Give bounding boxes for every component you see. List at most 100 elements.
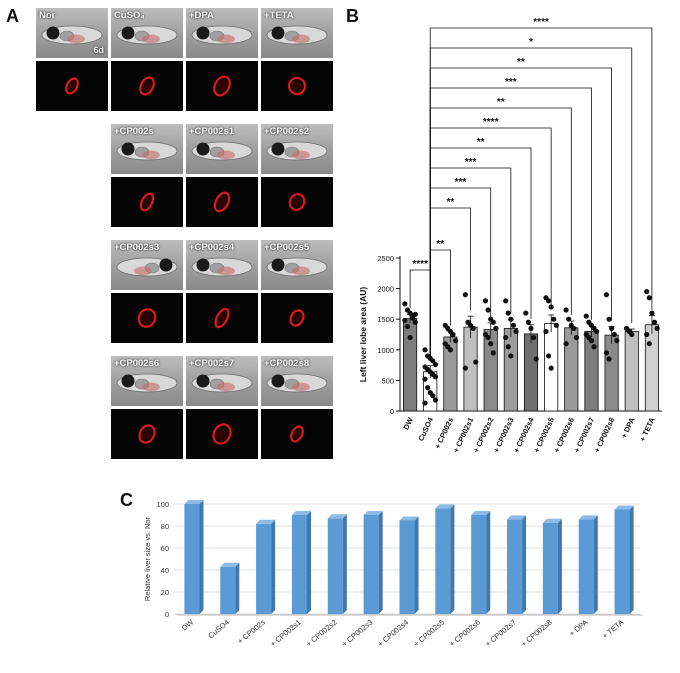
bar <box>624 331 639 412</box>
bar <box>327 518 343 614</box>
category-label: + CP002s2 <box>304 618 338 649</box>
data-point <box>505 344 511 350</box>
bar-top <box>220 562 240 567</box>
data-point <box>490 319 496 325</box>
fluorescence-image <box>186 177 258 227</box>
significance-label: *** <box>455 177 467 188</box>
significance-label: *** <box>465 157 477 168</box>
category-label: + TETA <box>600 618 625 641</box>
y-tick-label: 500 <box>381 376 394 385</box>
data-point <box>646 341 652 347</box>
image-label: +CP002s6 <box>114 358 160 369</box>
image-label: CuSO₄ <box>114 10 145 21</box>
data-point <box>447 347 453 353</box>
fluorescence-image <box>261 61 333 111</box>
data-point <box>432 397 439 403</box>
age-label: 6d <box>93 45 104 55</box>
bar <box>614 509 630 614</box>
data-point <box>606 356 612 362</box>
data-point <box>402 301 408 307</box>
bar <box>523 333 539 412</box>
fluorescence-image <box>261 293 333 343</box>
bar <box>503 327 518 412</box>
bar <box>220 566 236 614</box>
bar <box>399 520 415 614</box>
data-point <box>462 292 468 298</box>
data-point <box>450 331 456 338</box>
bar-top <box>471 511 491 515</box>
data-point <box>528 325 534 331</box>
data-point <box>503 298 509 304</box>
data-point <box>470 325 476 331</box>
y-tick-label: 1000 <box>377 346 394 355</box>
brightfield-image: CuSO₄ <box>111 8 183 58</box>
category-label: DW <box>180 617 196 633</box>
fluorescence-image <box>111 293 183 343</box>
data-point <box>432 361 439 368</box>
bar <box>403 318 418 412</box>
category-label: + CP002s3 <box>340 618 374 649</box>
data-point <box>404 323 411 330</box>
brightfield-image: +CP002s6 <box>111 356 183 406</box>
data-point <box>407 334 413 341</box>
significance-label: *** <box>505 77 517 88</box>
data-point <box>548 365 554 371</box>
data-point <box>425 385 431 391</box>
category-label: + TETA <box>638 416 657 443</box>
data-point <box>490 350 496 356</box>
data-point <box>611 331 617 338</box>
chart-floor <box>174 614 644 616</box>
brightfield-image: +CP002s2 <box>261 124 333 174</box>
data-point <box>654 325 660 331</box>
data-point <box>430 393 436 399</box>
image-label: +CP002s2 <box>264 126 310 137</box>
bar <box>435 508 451 614</box>
data-point <box>629 331 635 338</box>
brightfield-image: +CP002s1 <box>186 124 258 174</box>
y-tick-label: 40 <box>161 566 169 575</box>
bar <box>291 515 307 614</box>
data-point <box>508 353 514 359</box>
image-label: +DPA <box>189 10 214 21</box>
significance-bracket <box>429 107 572 360</box>
y-tick-label: 2000 <box>377 285 394 294</box>
category-label: CuSO4 <box>416 415 435 442</box>
bar-top <box>363 511 383 515</box>
y-tick-label: 20 <box>161 588 169 597</box>
data-point <box>563 341 569 347</box>
image-label: +CP002s5 <box>264 242 310 253</box>
y-tick-label: 2500 <box>377 254 394 263</box>
category-label: + CP002s8 <box>592 416 616 454</box>
bar <box>644 324 659 412</box>
y-tick-label: 0 <box>390 407 394 416</box>
data-point <box>412 311 418 317</box>
data-point <box>525 319 531 325</box>
data-point <box>533 356 539 362</box>
data-point <box>603 292 610 298</box>
panel-c-letter: C <box>120 490 133 510</box>
data-point <box>473 359 479 365</box>
bar-side <box>235 562 240 614</box>
data-point <box>614 338 620 344</box>
data-point <box>594 328 600 335</box>
data-point <box>488 341 494 347</box>
bar-side <box>486 511 491 614</box>
data-point <box>551 316 557 322</box>
bar <box>578 519 594 614</box>
image-label: +TETA <box>264 10 294 21</box>
bar-side <box>557 518 562 614</box>
category-label: + CP002s4 <box>376 618 410 649</box>
bar-top <box>291 511 311 515</box>
category-label: + CP002s7 <box>483 618 517 649</box>
bar <box>256 523 272 614</box>
data-point <box>485 307 491 313</box>
data-point <box>646 295 652 301</box>
y-tick-label: 80 <box>161 522 169 531</box>
data-point <box>606 316 612 322</box>
data-point <box>609 325 615 331</box>
significance-label: **** <box>412 259 428 270</box>
y-axis-label: Left liver lobe area (AU) <box>358 287 368 383</box>
image-label: +CP002s1 <box>189 126 235 137</box>
